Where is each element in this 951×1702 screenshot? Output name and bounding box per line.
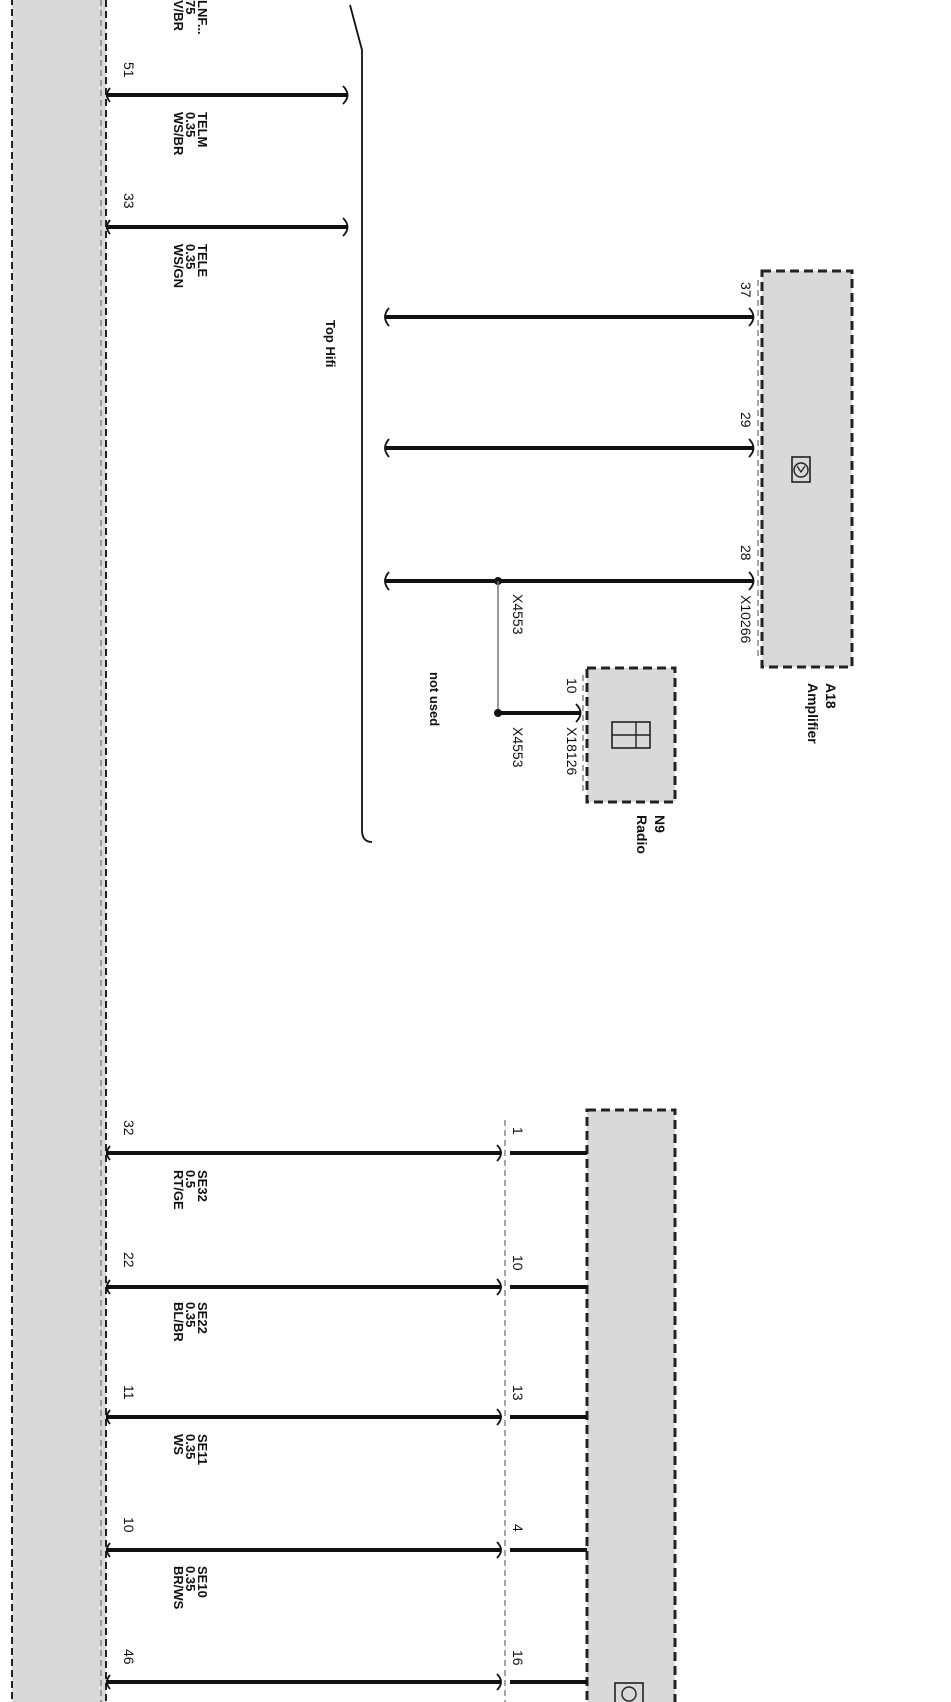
size-label-se11: 0.35 (183, 1434, 198, 1459)
partial-size-label: 75 (183, 0, 198, 14)
amplifier-icon (791, 456, 811, 483)
amp-pin-28: 28 (738, 545, 754, 561)
pin-number-10: 10 (121, 1517, 137, 1533)
radio-id-label: N9 (652, 815, 668, 833)
amp-name-label: Amplifier (805, 683, 821, 744)
radio-icon (611, 721, 651, 749)
color-label-se22: BL/BR (171, 1302, 186, 1342)
color-label-se11: WS (171, 1434, 186, 1455)
wire-pin-11 (106, 1408, 587, 1426)
partial-color-label: V/BR (171, 0, 186, 32)
pin-number-51: 51 (121, 62, 137, 78)
signal-label-se22: SE22 (195, 1302, 210, 1334)
amp-pin-29: 29 (738, 412, 754, 428)
pin-number-32: 32 (121, 1120, 137, 1136)
amp-id-label: A18 (823, 683, 839, 709)
size-label-tele: 0.35 (183, 244, 198, 269)
signal-label-se32: SE32 (195, 1170, 210, 1202)
wire-amp-37 (384, 307, 755, 327)
lower-pin-16: 16 (510, 1650, 526, 1666)
lower-pin-10: 10 (510, 1255, 526, 1271)
lower-module-icon (614, 1682, 644, 1702)
lower-pin-13: 13 (510, 1385, 526, 1401)
pin-number-33: 33 (121, 193, 137, 209)
wire-pin-32 (106, 1144, 587, 1162)
wire-pin-33 (106, 217, 349, 237)
wire-pin-46 (106, 1673, 587, 1691)
size-label-se10: 0.35 (183, 1566, 198, 1591)
color-label-telm: WS/BR (171, 112, 186, 156)
size-label-se32: 0.5 (183, 1170, 198, 1188)
signal-label-telm: TELM (195, 112, 210, 147)
radio-connector-label: X18126 (564, 727, 580, 775)
color-label-tele: WS/GN (171, 244, 186, 288)
amplifier-box (760, 269, 854, 669)
size-label-telm: 0.35 (183, 112, 198, 137)
wire-pin-10 (106, 1541, 587, 1559)
wire-amp-28 (384, 571, 755, 591)
amp-pin-37: 37 (738, 282, 754, 298)
color-label-se10: BR/WS (171, 1566, 186, 1610)
top-hifi-bracket (349, 4, 373, 843)
splice-x4553 (494, 577, 582, 723)
pin-number-11: 11 (121, 1385, 137, 1400)
splice-label-top: X4553 (510, 594, 526, 635)
splice-label-bottom: X4553 (510, 727, 526, 768)
signal-label-se10: SE10 (195, 1566, 210, 1598)
not-used-label: not used (427, 672, 442, 726)
lower-pin-4: 4 (510, 1524, 526, 1532)
left-module-body (11, 0, 107, 1702)
amp-connector-label: X10266 (738, 595, 754, 643)
color-label-se32: RT/GE (171, 1170, 186, 1210)
pin-number-46: 46 (121, 1649, 137, 1665)
wire-amp-29 (384, 438, 755, 458)
wire-pin-22 (106, 1278, 587, 1296)
size-label-se22: 0.35 (183, 1302, 198, 1327)
lower-pin-1: 1 (510, 1127, 526, 1135)
signal-label-se11: SE11 (195, 1434, 210, 1465)
partial-signal-label: LNF... (195, 0, 210, 35)
top-hifi-label: Top Hifi (323, 320, 338, 367)
radio-pin-10: 10 (564, 678, 580, 694)
lower-module-box (585, 1108, 677, 1702)
radio-name-label: Radio (634, 815, 650, 854)
signal-label-tele: TELE (195, 244, 210, 278)
pin-number-22: 22 (121, 1252, 137, 1268)
wire-pin-51 (106, 85, 349, 105)
